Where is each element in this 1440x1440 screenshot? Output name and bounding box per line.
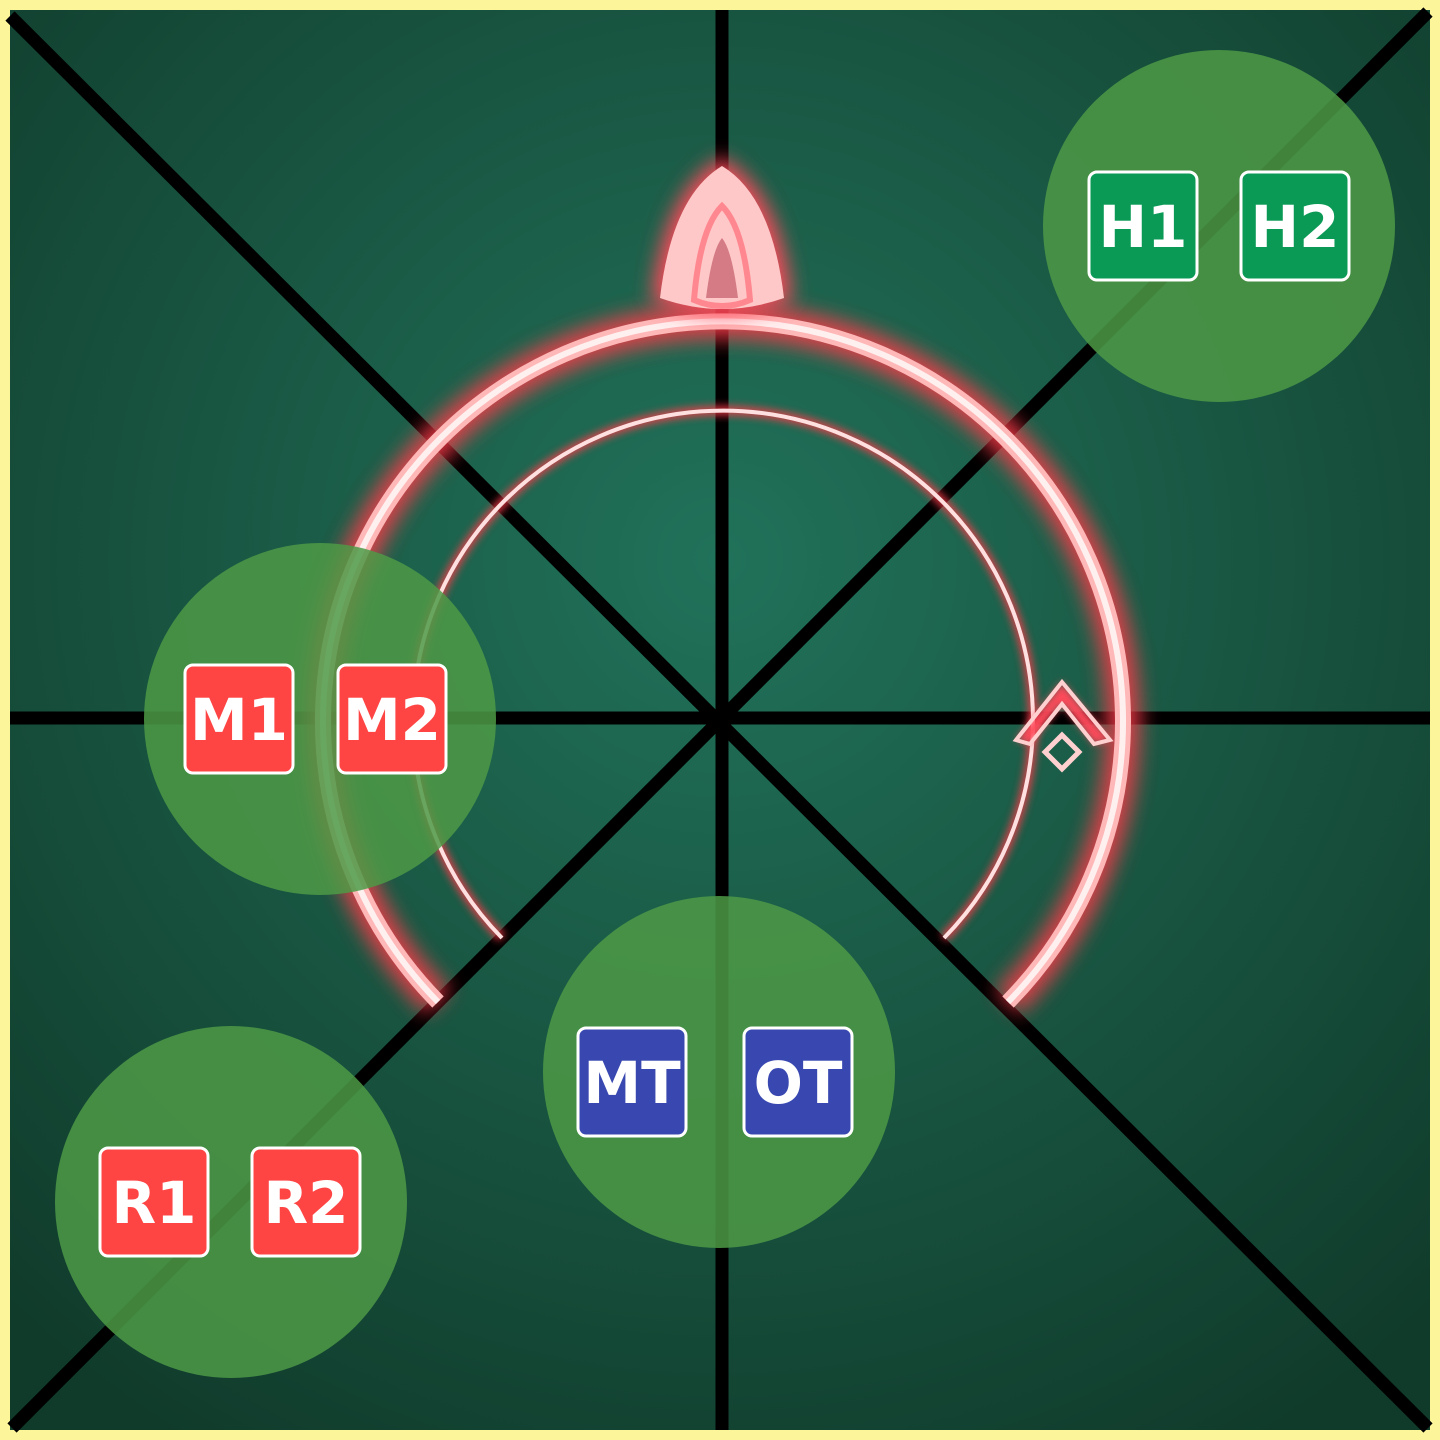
role-marker-h2[interactable]: H2: [1239, 170, 1351, 282]
role-marker-r1[interactable]: R1: [98, 1146, 210, 1258]
role-marker-r2[interactable]: R2: [250, 1146, 362, 1258]
role-marker-ot[interactable]: OT: [742, 1026, 854, 1138]
boss-facing-arrow-icon: [652, 158, 792, 315]
role-label-r1: R1: [111, 1169, 196, 1237]
role-label-m1: M1: [190, 686, 288, 754]
zone-ranged: [55, 1026, 407, 1378]
role-label-m2: M2: [343, 686, 441, 754]
role-label-h1: H1: [1099, 193, 1188, 261]
role-marker-m2[interactable]: M2: [336, 663, 448, 775]
zone-healers: [1043, 50, 1395, 402]
zone-melee: [144, 543, 496, 895]
role-marker-mt[interactable]: MT: [576, 1026, 688, 1138]
zone-tanks: [543, 896, 895, 1248]
boss-target-chevron-icon: [1012, 678, 1114, 773]
role-label-r2: R2: [263, 1169, 348, 1237]
standing-zones: [55, 50, 1395, 1378]
role-marker-m1[interactable]: M1: [183, 663, 295, 775]
role-label-mt: MT: [583, 1049, 681, 1117]
role-label-ot: OT: [754, 1049, 843, 1117]
role-label-h2: H2: [1251, 193, 1340, 261]
role-marker-h1[interactable]: H1: [1087, 170, 1199, 282]
